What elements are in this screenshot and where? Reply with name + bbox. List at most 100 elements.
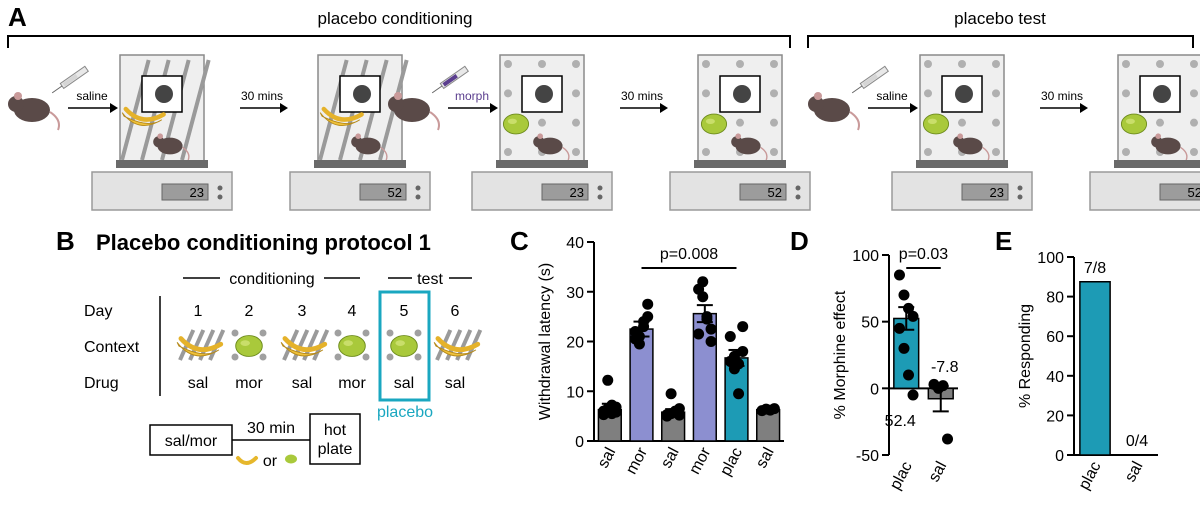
pattern-dot: [702, 148, 710, 156]
mouse-head: [351, 136, 363, 148]
timeline-banana-icon: [236, 456, 258, 465]
knob-dot: [1017, 185, 1023, 191]
mouse-head: [8, 96, 24, 112]
data-point: [701, 313, 713, 325]
x-tick-label: plac: [717, 445, 746, 479]
banana-icon: [280, 336, 328, 357]
pattern-dot: [1156, 118, 1164, 127]
placebo-highlight-box: [378, 290, 431, 402]
x-tick-label: sal: [595, 445, 620, 471]
pattern-dot: [958, 118, 966, 127]
pattern-dot: [259, 329, 267, 337]
arrow-head: [660, 103, 668, 113]
y-tick-label: -50: [856, 448, 879, 465]
knob-dot: [415, 194, 421, 200]
syringe-fluid: [862, 74, 878, 87]
mouse-ear: [14, 92, 22, 100]
lime-body: [1120, 113, 1148, 135]
timeline-interval: 30 min: [247, 420, 295, 437]
data-point: [705, 336, 717, 347]
knob-dot: [217, 194, 223, 200]
mouse-on-plate-icon: [533, 133, 570, 161]
banana-icon: [176, 336, 224, 357]
pattern-dot: [992, 60, 1000, 68]
data-point: [903, 302, 915, 314]
panel-letter-c: C: [510, 226, 529, 256]
protocol-title: Placebo conditioning protocol 1: [96, 230, 431, 255]
y-tick-label: 0: [575, 434, 584, 451]
context-dots: [334, 329, 370, 361]
mouse-ear: [157, 133, 163, 139]
chamber-after: 52: [289, 54, 431, 211]
pattern-dot: [992, 118, 1000, 127]
banana-peel: [176, 342, 220, 357]
x-tick-label: mor: [686, 444, 714, 477]
temperature-display: [1159, 183, 1200, 201]
y-tick-label: 50: [861, 315, 879, 332]
data-point: [893, 322, 905, 334]
pattern-dot: [386, 353, 394, 361]
day-number: 3: [298, 303, 307, 320]
chamber-after: 52: [1089, 54, 1200, 211]
data-point: [737, 321, 749, 333]
pattern-dot: [924, 60, 932, 68]
injection-label: morph: [455, 89, 489, 103]
conditioning-subheader: conditioning: [229, 271, 314, 288]
drug-label: sal: [188, 375, 208, 392]
data-point: [898, 342, 910, 354]
temperature-readout: 23: [190, 185, 204, 200]
chamber-before: 23: [91, 54, 233, 211]
y-tick-label: 0: [1055, 448, 1064, 465]
data-point: [638, 321, 650, 333]
mouse-ear: [957, 133, 963, 139]
context-dots: [1122, 60, 1198, 156]
lime-icon: [390, 335, 418, 357]
data-point: [665, 388, 677, 400]
y-axis-label: % Morphine effect: [832, 290, 849, 419]
row-label-drug: Drug: [84, 375, 119, 392]
knob-dot: [1017, 194, 1023, 200]
pattern-dot: [1190, 89, 1198, 98]
temperature-display: [161, 183, 209, 201]
pattern-dot: [1122, 60, 1130, 68]
banana-peel: [433, 342, 477, 357]
banana-icon: [121, 106, 166, 126]
conditioning-bracket: [7, 35, 791, 48]
pattern-dot: [1122, 148, 1130, 156]
data-point: [610, 401, 622, 413]
pattern-dot: [736, 118, 744, 127]
lime-highlight: [240, 340, 250, 346]
hot-plate-surface: [496, 160, 588, 168]
pattern-dot: [958, 60, 966, 68]
value-label: -7.8: [931, 359, 959, 376]
y-tick-label: 40: [566, 235, 584, 252]
pattern-dot: [572, 148, 580, 156]
mouse-on-plate-icon: [351, 133, 388, 161]
data-point: [673, 409, 685, 421]
pattern-dot: [504, 148, 512, 156]
knob-dot: [597, 194, 603, 200]
timeline-hot: hot: [324, 422, 347, 439]
mouse-tail: [1180, 146, 1188, 161]
arrow-head: [110, 103, 118, 113]
pattern-dot: [770, 89, 778, 98]
lime-highlight: [395, 340, 405, 346]
data-point: [737, 345, 749, 357]
y-tick-label: 40: [1046, 369, 1064, 386]
pattern-dot: [538, 60, 546, 68]
data-point: [937, 380, 949, 392]
banana-body: [321, 106, 364, 122]
syringe-icon: [431, 65, 469, 94]
data-point: [598, 405, 610, 417]
pattern-dot: [504, 89, 512, 98]
data-point: [602, 374, 614, 386]
pattern-dot: [259, 353, 267, 361]
mouse-head: [808, 96, 824, 112]
mouse-tail: [849, 111, 860, 131]
pattern-dot: [992, 89, 1000, 98]
data-point: [724, 331, 736, 343]
